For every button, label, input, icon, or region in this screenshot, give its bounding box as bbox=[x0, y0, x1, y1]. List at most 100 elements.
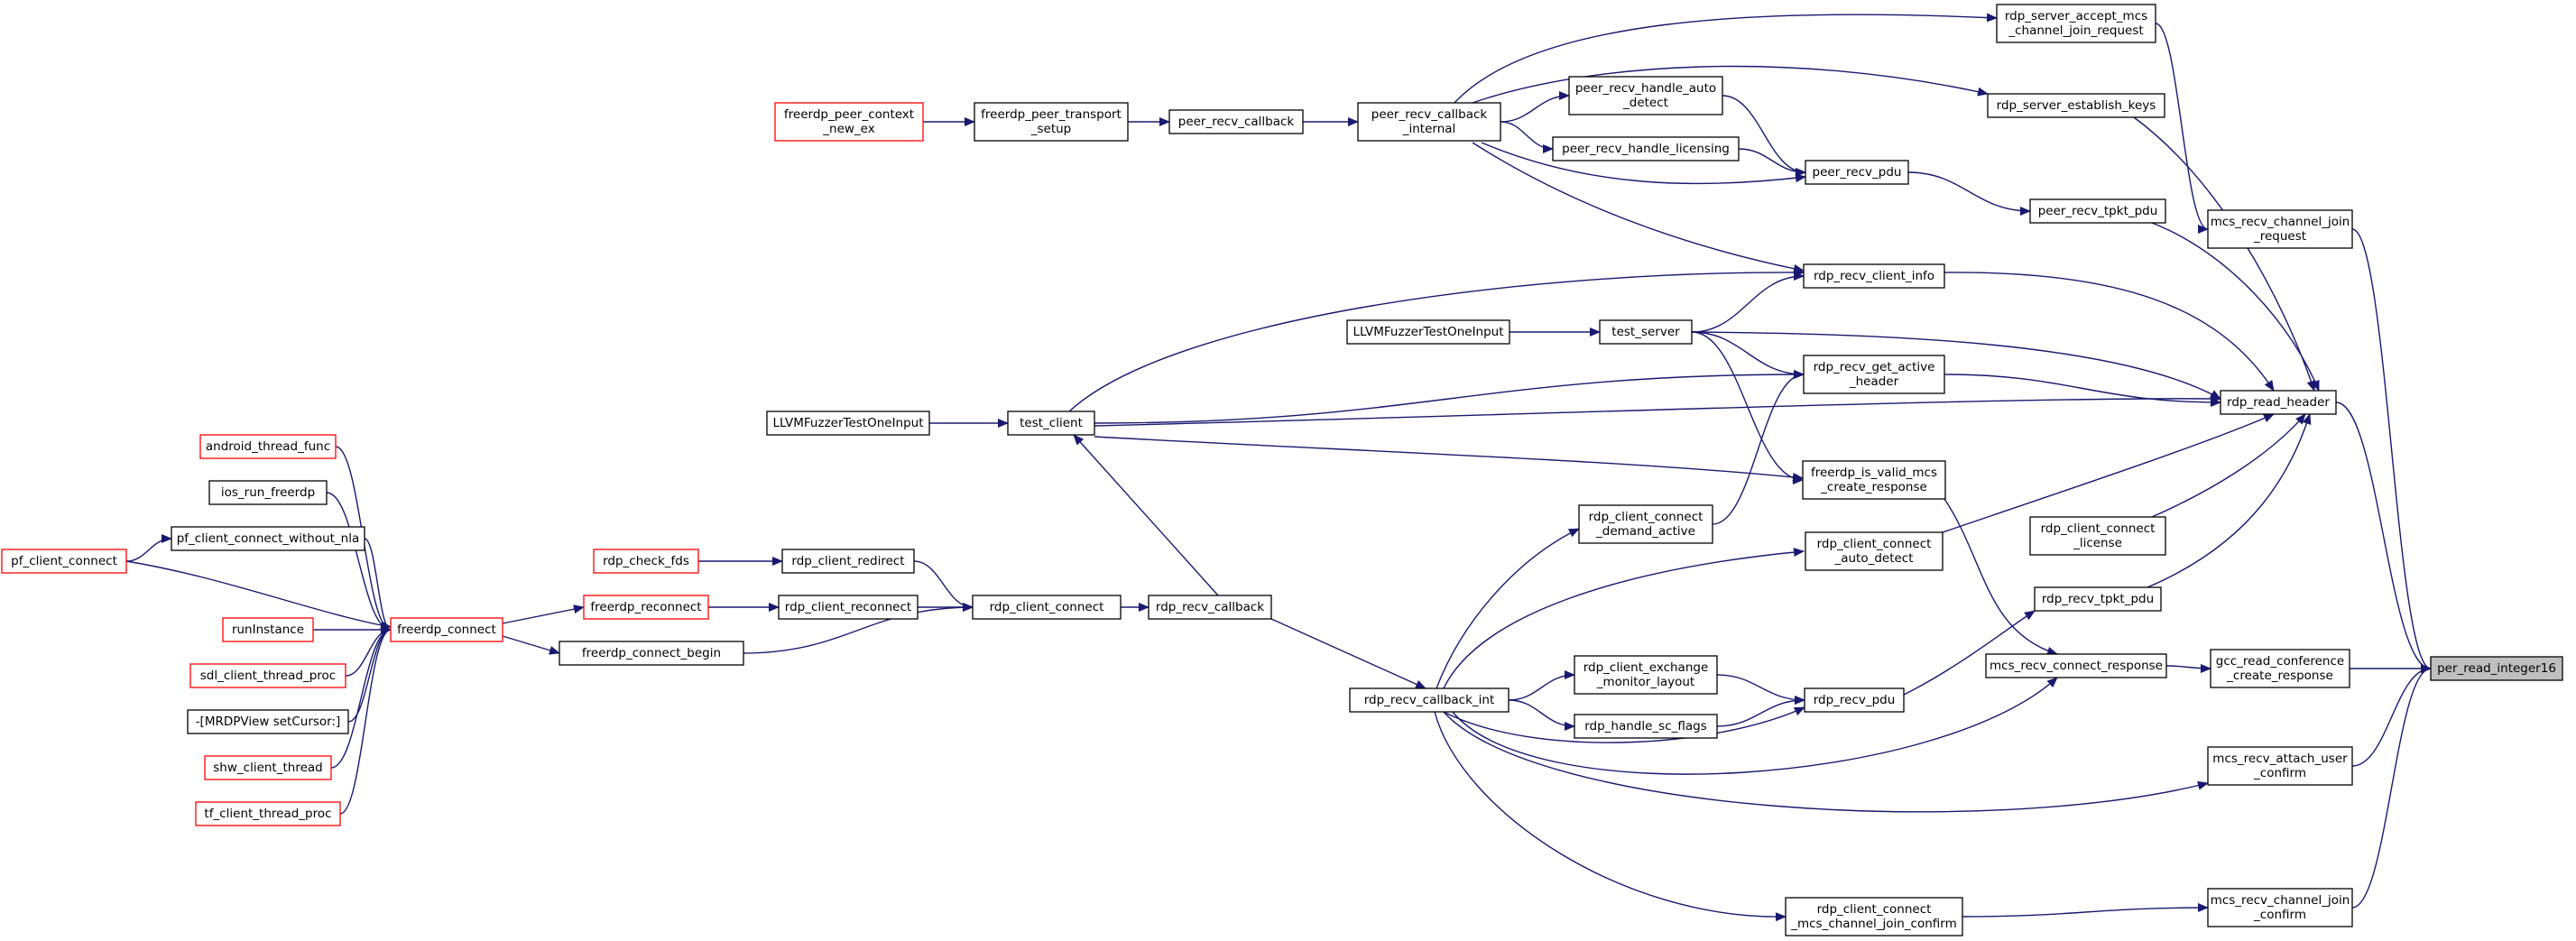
node-label: rdp_client_connect bbox=[1589, 510, 1703, 524]
node-rdp_read_header[interactable]: rdp_read_header bbox=[2220, 390, 2337, 415]
node-label: peer_recv_callback bbox=[1178, 115, 1295, 129]
node-rdp_client_exchange_monitor_layout[interactable]: rdp_client_exchange_monitor_layout bbox=[1574, 655, 1718, 695]
node-label: pf_client_connect_without_nla bbox=[177, 531, 360, 546]
node-label: test_client bbox=[1020, 416, 1083, 430]
node-label: _confirm bbox=[2253, 766, 2306, 780]
node-freerdp_connect_begin[interactable]: freerdp_connect_begin bbox=[559, 641, 744, 666]
node-ios_run_freerdp[interactable]: ios_run_freerdp bbox=[208, 480, 328, 505]
node-peer_recv_handle_licensing[interactable]: peer_recv_handle_licensing bbox=[1552, 136, 1740, 161]
node-label: runInstance bbox=[232, 623, 304, 637]
node-tf_client_thread_proc[interactable]: tf_client_thread_proc bbox=[195, 801, 341, 826]
node-LLVMFuzzerTestOneInput_a[interactable]: LLVMFuzzerTestOneInput bbox=[1346, 319, 1510, 345]
edge-peer_recv_pdu-to-peer_recv_tpkt_pdu bbox=[1907, 171, 2031, 216]
edge-tf_client_thread_proc-to-freerdp_connect bbox=[339, 625, 392, 815]
node-rdp_client_connect_license[interactable]: rdp_client_connect_license bbox=[2029, 516, 2166, 556]
edge-freerdp_is_valid_mcs_create_response-to-mcs_recv_connect_response bbox=[1944, 498, 2058, 656]
node-freerdp_connect[interactable]: freerdp_connect bbox=[390, 617, 503, 642]
node-box bbox=[972, 595, 1122, 620]
edge-rdp_recv_callback_int-to-mcs_recv_connect_response bbox=[1452, 677, 2058, 775]
node-gcc_read_conference_create_response[interactable]: gcc_read_conference_create_response bbox=[2210, 649, 2350, 688]
node-runInstance[interactable]: runInstance bbox=[222, 617, 314, 642]
node-rdp_recv_callback_int[interactable]: rdp_recv_callback_int bbox=[1349, 687, 1510, 713]
node-android_thread_func[interactable]: android_thread_func bbox=[199, 434, 337, 459]
node-label: test_server bbox=[1611, 325, 1680, 339]
node-box bbox=[2029, 198, 2166, 224]
node-rdp_client_connect_auto_detect[interactable]: rdp_client_connect_auto_detect bbox=[1805, 531, 1944, 571]
node-rdp_recv_callback[interactable]: rdp_recv_callback bbox=[1148, 595, 1272, 620]
node-box bbox=[189, 663, 346, 688]
node-rdp_recv_tpkt_pdu[interactable]: rdp_recv_tpkt_pdu bbox=[2034, 586, 2162, 612]
node-freerdp_is_valid_mcs_create_response[interactable]: freerdp_is_valid_mcs_create_response bbox=[1802, 460, 1946, 500]
node-peer_recv_callback_internal[interactable]: peer_recv_callback_internal bbox=[1357, 102, 1501, 142]
node-test_client[interactable]: test_client bbox=[1007, 411, 1095, 436]
node-freerdp_peer_context_new_ex[interactable]: freerdp_peer_context_new_ex bbox=[774, 102, 924, 142]
node-rdp_client_connect_demand_active[interactable]: rdp_client_connect_demand_active bbox=[1578, 504, 1713, 544]
node-box bbox=[2430, 656, 2563, 681]
node-label: peer_recv_callback bbox=[1371, 107, 1488, 122]
node-freerdp_peer_transport_setup[interactable]: freerdp_peer_transport_setup bbox=[974, 102, 1129, 142]
node-freerdp_reconnect[interactable]: freerdp_reconnect bbox=[583, 595, 709, 620]
node-label: _header bbox=[1849, 374, 1899, 389]
node-mcs_recv_channel_join_request[interactable]: mcs_recv_channel_join_request bbox=[2207, 209, 2353, 249]
node-pf_client_connect[interactable]: pf_client_connect bbox=[1, 549, 127, 574]
node-label: gcc_read_conference bbox=[2216, 654, 2344, 669]
node-LLVMFuzzerTestOneInput_b[interactable]: LLVMFuzzerTestOneInput bbox=[766, 411, 930, 436]
edge-test_client-to-rdp_read_header bbox=[1094, 393, 2221, 427]
node-box bbox=[1785, 897, 1963, 936]
node-peer_recv_handle_auto_detect[interactable]: peer_recv_handle_auto_detect bbox=[1568, 76, 1723, 115]
edge-rdp_recv_callback_int-to-rdp_recv_pdu bbox=[1443, 706, 1805, 743]
edge-peer_recv_callback_internal-to-peer_recv_pdu bbox=[1481, 142, 1806, 185]
node-per_read_integer16[interactable]: per_read_integer16 bbox=[2430, 656, 2563, 681]
edge-peer_recv_handle_auto_detect-to-peer_recv_pdu bbox=[1722, 95, 1806, 177]
edge-rdp_recv_callback_int-to-rdp_client_connect_mcs_channel_join_confirm bbox=[1434, 711, 1787, 922]
node-label: _new_ex bbox=[822, 122, 874, 136]
node-label: _mcs_channel_join_confirm bbox=[1790, 917, 1957, 931]
node-mcs_recv_connect_response[interactable]: mcs_recv_connect_response bbox=[1985, 653, 2167, 678]
edge-shw_client_thread-to-freerdp_connect bbox=[330, 625, 392, 769]
node-pf_client_connect_without_nla[interactable]: pf_client_connect_without_nla bbox=[171, 526, 365, 551]
node-label: rdp_recv_callback bbox=[1156, 600, 1264, 614]
edge-freerdp_connect-to-freerdp_connect_begin bbox=[502, 635, 560, 655]
node-label: peer_recv_handle_auto bbox=[1575, 81, 1716, 96]
node-box bbox=[2207, 888, 2353, 927]
node-box bbox=[1574, 655, 1718, 695]
edge-rdp_client_redirect-to-rdp_client_connect bbox=[913, 560, 974, 612]
node-rdp_client_redirect[interactable]: rdp_client_redirect bbox=[781, 549, 915, 574]
node-label: rdp_client_exchange bbox=[1583, 660, 1709, 675]
node-label: sdl_client_thread_proc bbox=[200, 669, 336, 683]
node-peer_recv_callback[interactable]: peer_recv_callback bbox=[1168, 109, 1304, 134]
node-box bbox=[1552, 136, 1740, 161]
edge-freerdp_connect_begin-to-rdp_client_connect bbox=[743, 603, 974, 654]
node-shw_client_thread[interactable]: shw_client_thread bbox=[204, 755, 332, 780]
node-mcs_recv_channel_join_confirm[interactable]: mcs_recv_channel_join_confirm bbox=[2207, 888, 2353, 927]
node-rdp_server_establish_keys[interactable]: rdp_server_establish_keys bbox=[1987, 93, 2165, 118]
node-box bbox=[781, 549, 915, 574]
node-label: pf_client_connect bbox=[11, 554, 117, 568]
node-rdp_check_fds[interactable]: rdp_check_fds bbox=[593, 549, 699, 574]
node-rdp_client_connect_mcs_channel_join_confirm[interactable]: rdp_client_connect_mcs_channel_join_conf… bbox=[1785, 897, 1963, 936]
edge-test_client-to-rdp_recv_get_active_header bbox=[1094, 370, 1805, 424]
node-peer_recv_pdu[interactable]: peer_recv_pdu bbox=[1805, 160, 1909, 185]
node-test_server[interactable]: test_server bbox=[1599, 319, 1693, 345]
node-MRDPView_setCursor[interactable]: -[MRDPView setCursor:] bbox=[187, 709, 349, 734]
node-mcs_recv_attach_user_confirm[interactable]: mcs_recv_attach_user_confirm bbox=[2207, 746, 2353, 786]
node-rdp_recv_pdu[interactable]: rdp_recv_pdu bbox=[1804, 687, 1905, 713]
node-box bbox=[2220, 390, 2337, 415]
node-sdl_client_thread_proc[interactable]: sdl_client_thread_proc bbox=[189, 663, 346, 688]
node-box bbox=[2034, 586, 2162, 612]
node-rdp_server_accept_mcs_channel_join_request[interactable]: rdp_server_accept_mcs_channel_join_reque… bbox=[1996, 4, 2156, 43]
node-box bbox=[1599, 319, 1693, 345]
node-peer_recv_tpkt_pdu[interactable]: peer_recv_tpkt_pdu bbox=[2029, 198, 2166, 224]
node-rdp_handle_sc_flags[interactable]: rdp_handle_sc_flags bbox=[1574, 714, 1718, 739]
node-label: rdp_handle_sc_flags bbox=[1584, 719, 1707, 733]
edge-peer_recv_callback_internal-to-rdp_server_accept_mcs_channel_join_request bbox=[1454, 13, 1998, 104]
node-rdp_client_reconnect[interactable]: rdp_client_reconnect bbox=[778, 595, 919, 620]
node-rdp_client_connect[interactable]: rdp_client_connect bbox=[972, 595, 1122, 620]
node-box bbox=[204, 755, 332, 780]
node-rdp_recv_get_active_header[interactable]: rdp_recv_get_active_header bbox=[1803, 355, 1945, 394]
node-label: ios_run_freerdp bbox=[221, 485, 315, 500]
node-box bbox=[195, 801, 341, 826]
edge-test_server-to-rdp_recv_client_info bbox=[1691, 272, 1805, 333]
node-rdp_recv_client_info[interactable]: rdp_recv_client_info bbox=[1803, 263, 1945, 289]
node-label: rdp_client_connect bbox=[1817, 902, 1932, 917]
